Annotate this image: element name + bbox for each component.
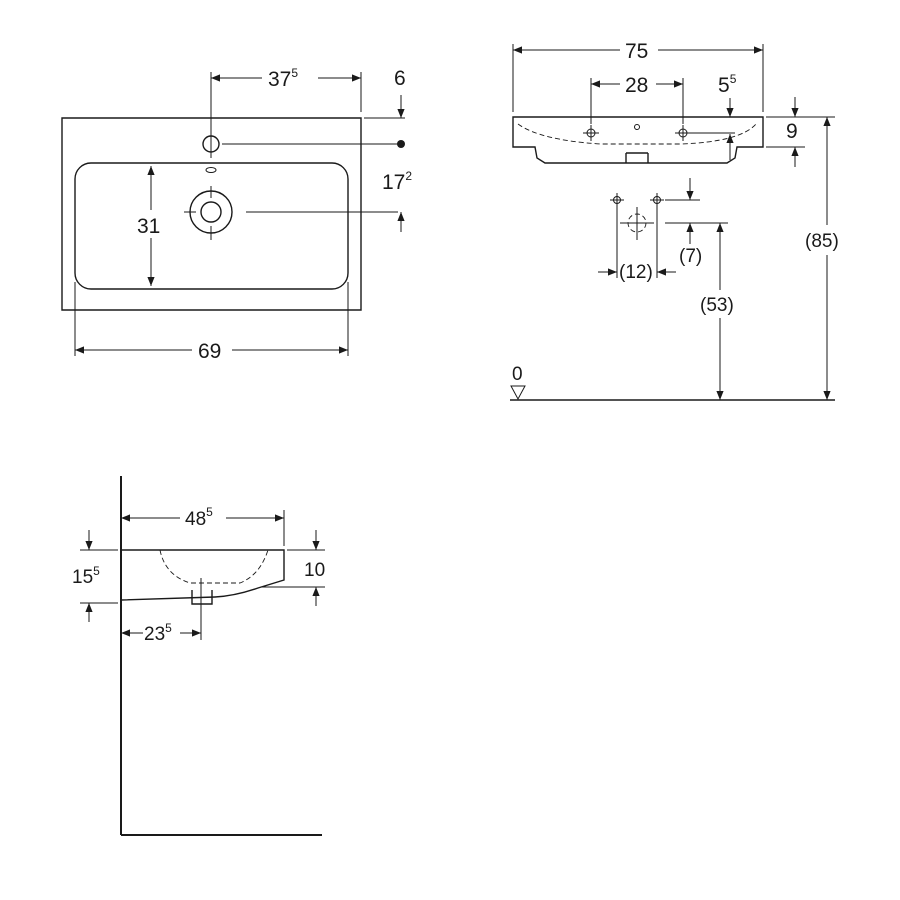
front-tap-hole (634, 124, 640, 130)
dim-5-label: 55 (718, 72, 737, 97)
dim-37-label: 375 (268, 66, 298, 91)
front-bowl-hidden (517, 123, 757, 145)
front-drain-outlet (625, 152, 649, 163)
lower-supply-right (650, 193, 664, 207)
basin-outline (61, 117, 362, 311)
lower-supply-left (610, 193, 624, 207)
dim-9-label: 9 (786, 120, 798, 143)
overflow-hole (205, 167, 217, 173)
top-view: 375 6 172 31 69 (61, 66, 412, 363)
bowl-outline (74, 162, 349, 290)
dim-53-label: (53) (700, 295, 734, 316)
dim-31-label: 31 (137, 215, 160, 238)
floor-label: 0 (512, 364, 523, 385)
front-supply-left (583, 125, 599, 141)
dim-12-label: (12) (619, 262, 653, 283)
dim-85-label: (85) (805, 231, 839, 252)
front-view: 75 28 55 9 (85) (510, 40, 839, 401)
dim-28-label: 28 (625, 74, 648, 97)
side-bowl-hidden (159, 549, 269, 584)
dim-75-label: 75 (625, 40, 648, 63)
side-basin-profile (120, 549, 285, 601)
dim-10-label: 10 (304, 560, 325, 581)
front-basin-body (512, 116, 764, 164)
side-drain (191, 590, 213, 605)
drain-inner (200, 201, 222, 223)
floor-marker (510, 385, 526, 401)
tap-reference-dot (397, 140, 405, 148)
side-view: 485 155 10 235 (72, 476, 325, 836)
dim-6-label: 6 (394, 67, 406, 90)
dim-23-label: 235 (144, 621, 172, 645)
dim-48-label: 485 (185, 505, 213, 530)
dim-17-label: 172 (382, 169, 412, 194)
dim-69-label: 69 (198, 340, 221, 363)
dim-7-label: (7) (679, 246, 702, 267)
dim-15-label: 155 (72, 564, 100, 588)
